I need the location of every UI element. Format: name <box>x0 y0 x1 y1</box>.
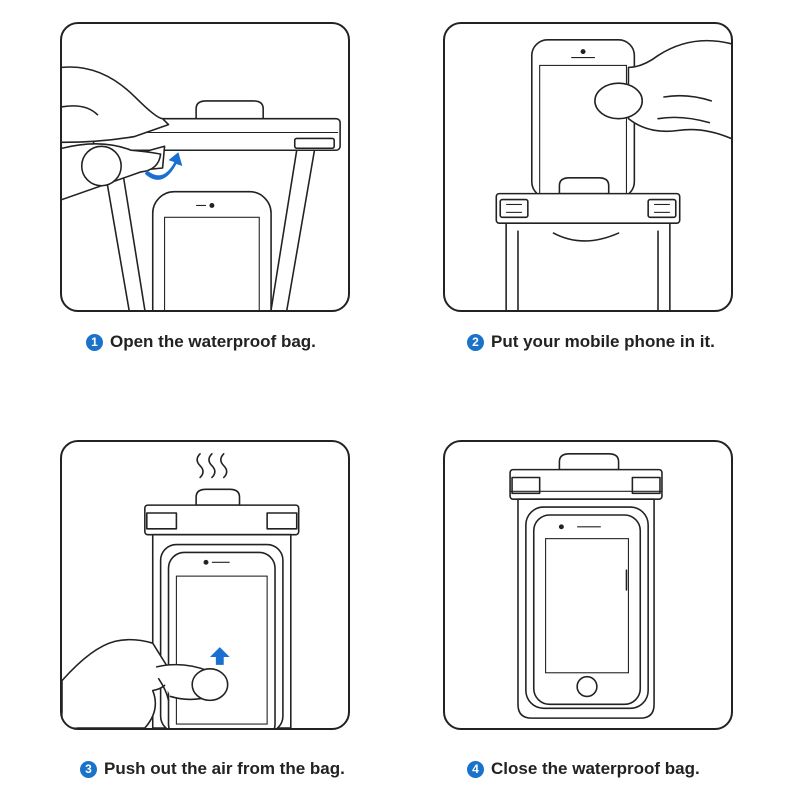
step-3-caption: 3 Push out the air from the bag. <box>80 757 345 781</box>
step-2-text: Put your mobile phone in it. <box>491 332 715 351</box>
step-1-number: 1 <box>86 333 103 351</box>
step-1-illustration <box>60 22 350 312</box>
step-4-illustration <box>443 440 733 730</box>
step-1-caption: 1 Open the waterproof bag. <box>86 330 316 354</box>
push-up-arrow-icon <box>209 647 230 665</box>
step-2-number: 2 <box>467 333 484 351</box>
step-4-caption: 4 Close the waterproof bag. <box>467 757 700 781</box>
step-3-number: 3 <box>80 760 97 778</box>
step-4-number: 4 <box>467 760 484 778</box>
step-2-illustration <box>443 22 733 312</box>
step-3-illustration <box>60 440 350 730</box>
air-waves-icon <box>196 453 228 479</box>
step-3-text: Push out the air from the bag. <box>104 759 345 778</box>
step-2-caption: 2 Put your mobile phone in it. <box>467 330 715 354</box>
step-4-text: Close the waterproof bag. <box>491 759 700 778</box>
open-arrow-icon <box>144 152 183 180</box>
step-1-text: Open the waterproof bag. <box>110 332 316 351</box>
